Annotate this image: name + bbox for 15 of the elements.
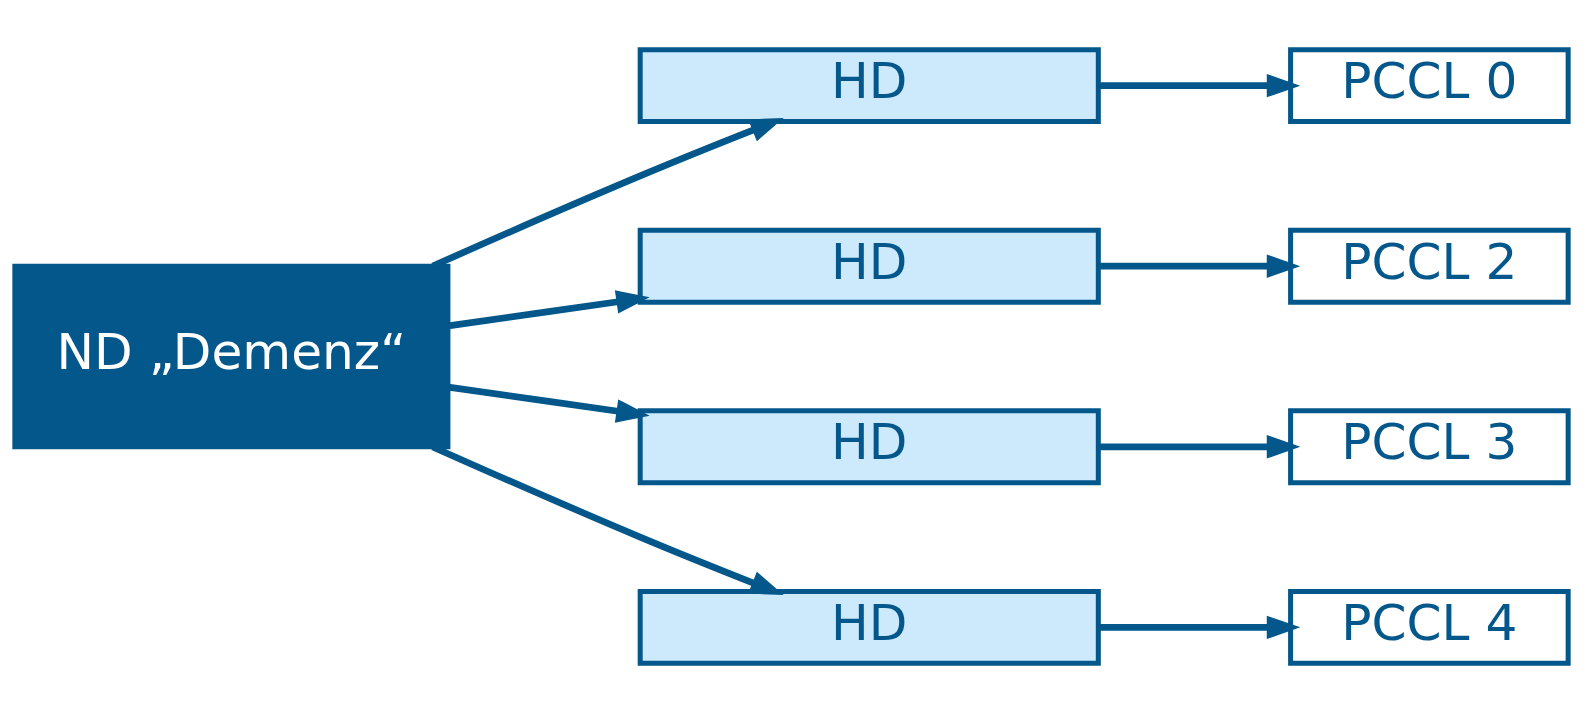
node-box: HD [637, 47, 1101, 125]
arrow [1099, 73, 1301, 98]
arrow [1099, 615, 1301, 640]
node-box: HD [637, 588, 1101, 666]
node-box: PCCL 4 [1288, 588, 1571, 666]
node-box: HD [637, 408, 1101, 486]
arrow [447, 383, 650, 423]
node-box: PCCL 3 [1288, 408, 1571, 486]
node-box: ND „Demenz“ [12, 263, 451, 450]
arrow [1099, 435, 1301, 459]
node-box: PCCL 0 [1288, 47, 1571, 125]
node-box: HD [637, 227, 1101, 305]
node-box: PCCL 2 [1288, 227, 1571, 305]
arrow [1099, 254, 1301, 278]
arrow [447, 290, 650, 330]
